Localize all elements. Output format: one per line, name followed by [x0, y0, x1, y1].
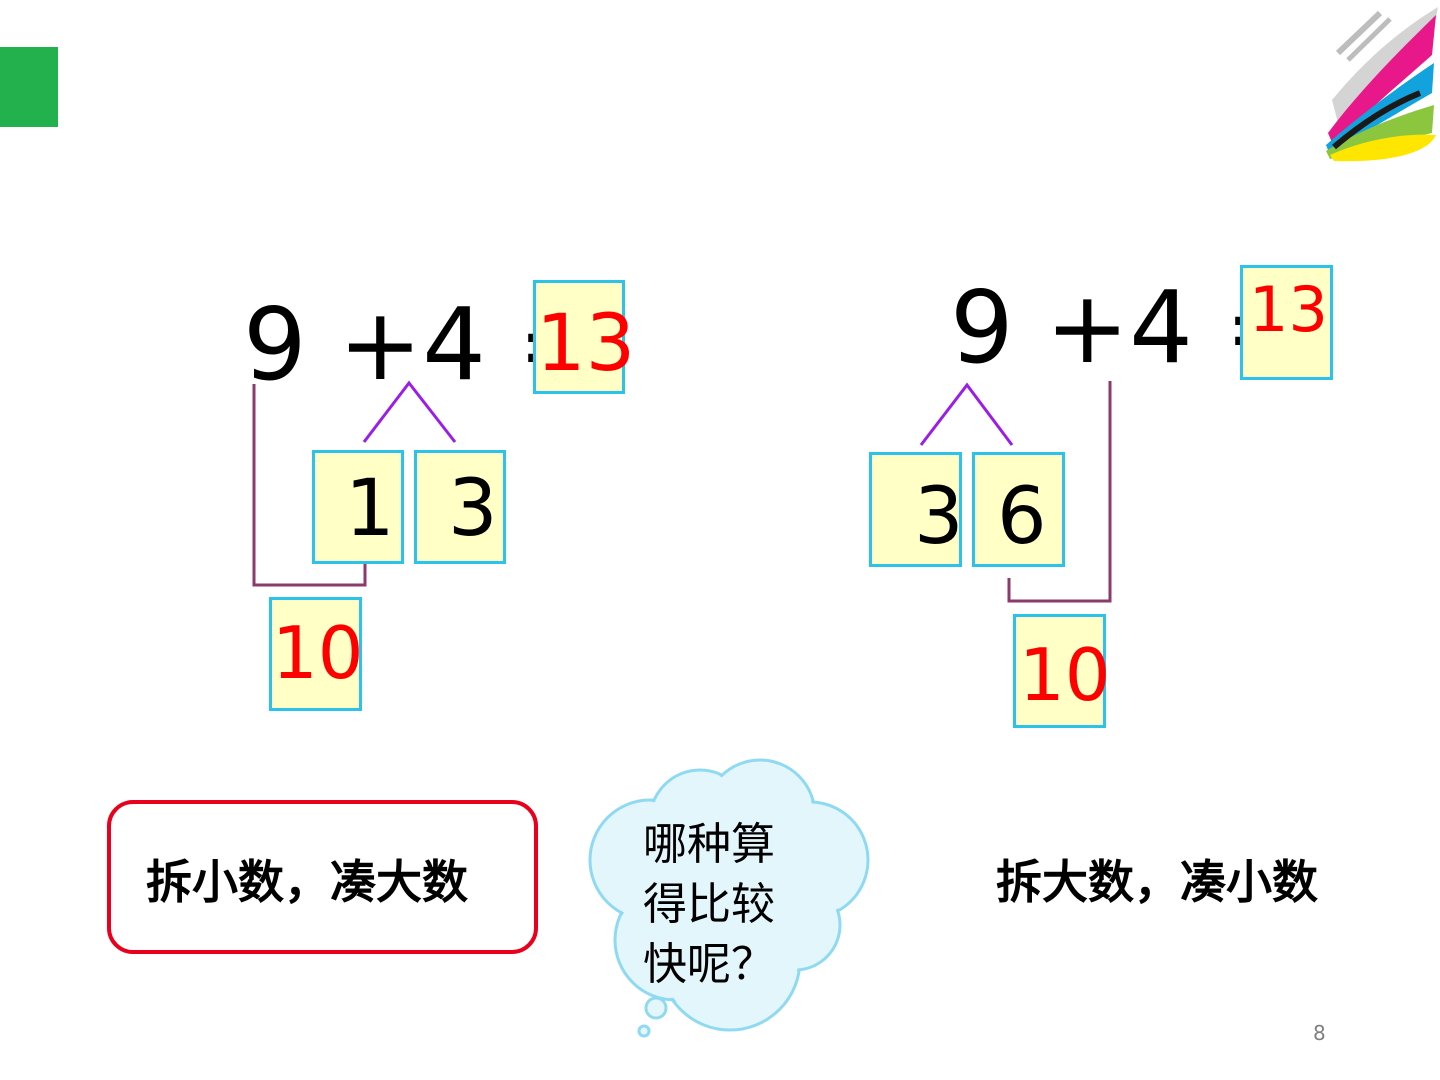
left-split-value-1: 1: [345, 464, 395, 554]
right-method-label: 拆大数，凑小数: [996, 855, 1318, 909]
left-method-label: 拆小数，凑大数: [146, 855, 468, 909]
brand-logo: [1326, 7, 1438, 162]
left-ten-value: 10: [272, 611, 364, 695]
thought-line-1: 哪种算: [643, 819, 775, 870]
thought-bubble-text: 哪种算 得比较 快呢？: [643, 815, 813, 995]
right-split-value-1: 3: [914, 472, 964, 562]
right-split-value-2: 6: [997, 472, 1047, 562]
left-make-ten-bracket: [252, 384, 367, 587]
thought-bubble: [588, 758, 870, 1038]
left-split-box-2: 3: [414, 450, 506, 564]
left-result-value: 13: [536, 299, 636, 389]
thought-line-3: 快呢？: [643, 939, 775, 990]
right-ten-value: 10: [1019, 633, 1111, 717]
green-accent-tab: [0, 47, 58, 127]
right-split-box-2: 6: [972, 452, 1065, 567]
left-split-lines: [362, 380, 457, 443]
left-ten-box: 10: [269, 597, 364, 711]
right-make-ten-bracket: [1007, 381, 1112, 603]
right-split-lines: [919, 382, 1014, 446]
left-split-box-1: 1: [312, 450, 404, 564]
left-method-highlight-frame: [107, 800, 538, 954]
page-number: 8: [1313, 1021, 1326, 1045]
left-split-value-2: 3: [448, 464, 498, 554]
thought-line-2: 得比较: [643, 879, 775, 930]
right-split-box-1: 3: [869, 452, 964, 567]
right-ten-box: 10: [1013, 614, 1111, 728]
right-result-box: 13: [1240, 265, 1333, 380]
right-result-value: 13: [1249, 273, 1328, 346]
left-result-box: 13: [533, 280, 635, 394]
